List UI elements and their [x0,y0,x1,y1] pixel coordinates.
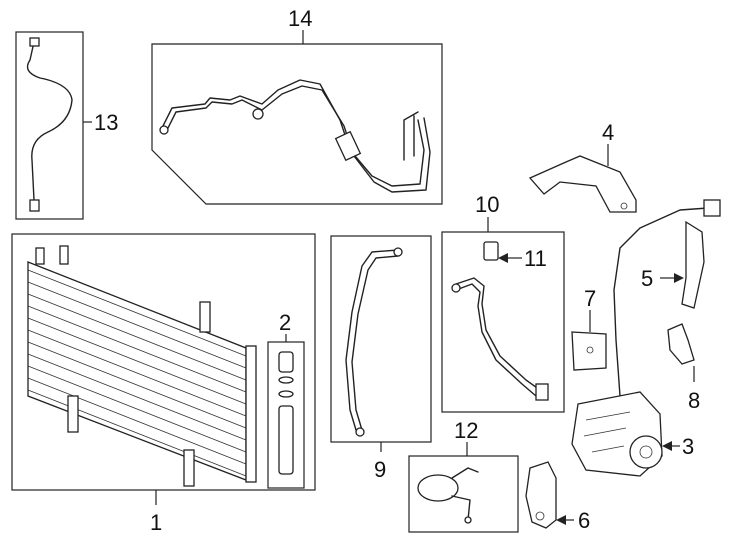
part-2-desiccant-group[interactable]: 2 [267,310,305,489]
callout-8: 8 [688,388,700,413]
part-10-fitting-right [535,383,549,401]
part-14-box [151,43,443,205]
part-14-end-bracket [403,111,419,161]
part-1-condenser-group[interactable]: 1 [11,233,316,535]
part-9-hose-a [345,249,399,431]
part-1-box [11,233,316,491]
part-1-bracket-top-left [35,247,45,265]
part-12-canister [417,474,459,502]
part-5-shield [681,220,705,309]
part-13-harness-group[interactable]: 13 [15,31,118,220]
callout-12: 12 [454,418,478,443]
callout-2: 2 [279,310,291,335]
part-7-hole [586,346,594,354]
part-8-clip [667,323,695,365]
part-6-arrow [556,515,566,525]
callout-9: 9 [374,457,386,482]
part-14-left-fitting [159,125,169,135]
part-12-valve-group[interactable]: 12 [408,418,519,533]
callout-3: 3 [682,434,694,459]
part-5-shield-group[interactable]: 5 [641,220,705,309]
part-2-plug [278,351,294,373]
part-9-suction-hose-group[interactable]: 9 [330,235,432,482]
callout-13: 13 [94,110,118,135]
part-4-hole [620,202,628,210]
callout-5: 5 [641,266,653,291]
part-14-discharge-line-group[interactable]: 14 [151,6,443,205]
part-14-line-a [161,79,425,187]
callout-14: 14 [288,6,312,31]
callout-6: 6 [578,508,590,533]
part-3-compressor-group[interactable]: 3 [571,391,694,477]
part-10-liquid-line-group[interactable]: 10 11 [441,192,565,413]
callout-11: 11 [524,246,547,271]
callout-7: 7 [584,286,596,311]
part-3-arrow [662,441,672,451]
harness-connector [703,199,721,217]
part-5-arrow [674,273,684,283]
part-12-box [408,455,519,533]
part-13-bottom-connector [29,199,40,212]
part-2-oring-b [278,390,294,398]
part-1-fins [27,269,247,477]
part-11-arrow [498,253,508,263]
part-1-bracket-bottom-right [183,449,195,487]
part-10-fitting-left [451,283,461,293]
part-2-oring-a [278,376,294,384]
part-9-fitting-bottom [355,427,365,437]
part-8-clip-group[interactable]: 8 [667,323,700,413]
part-6-bracket-group[interactable]: 6 [525,461,590,533]
part-1-bracket-top-mid [59,245,69,265]
part-4-bracket [528,155,637,213]
part-14-line-b [165,85,431,193]
part-9-hose-b [351,255,399,431]
part-9-fitting-top [393,247,403,257]
part-2-box [267,341,305,489]
part-13-top-connector [29,37,40,47]
part-14-mid-fitting [252,108,264,120]
callout-4: 4 [602,120,614,145]
part-1-bracket-right [199,301,211,333]
callout-10: 10 [475,192,499,217]
part-11-pressure-switch [483,241,499,261]
part-3-body-detail [583,411,631,453]
part-1-bracket-bottom-left [67,395,79,433]
callout-1: 1 [150,510,162,535]
part-12-fitting [464,516,472,524]
part-1-receiver-tank [245,345,257,483]
part-13-box [15,31,84,220]
part-12-tube [451,467,479,521]
part-4-bracket-group[interactable]: 4 [528,120,637,213]
part-3-clutch [629,435,663,469]
compressor-harness [613,207,709,397]
part-6-bracket [525,461,557,529]
part-7-bracket [571,331,607,371]
part-7-bracket-group[interactable]: 7 [571,286,607,371]
part-14-muffler [334,130,362,162]
part-10-box [441,231,565,413]
part-10-line [455,277,541,391]
part-10-line-b [455,283,537,397]
part-3-clutch-hub [639,445,653,459]
part-13-harness [26,41,73,201]
part-6-hole [535,511,545,521]
part-9-box [330,235,432,443]
part-2-desiccant-bag [278,405,294,475]
